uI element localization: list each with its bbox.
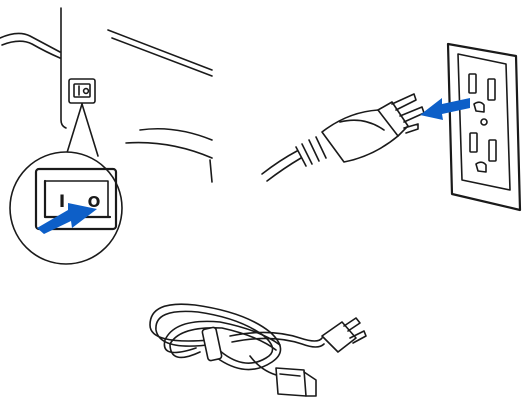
- unplug-arrow-icon: [420, 98, 470, 120]
- power-plug-icon: [296, 94, 424, 166]
- switch-on-symbol: I: [59, 192, 65, 212]
- printer-power-switch: [69, 79, 95, 103]
- printer-body: [0, 8, 212, 182]
- wall-outlet-icon: [448, 44, 520, 210]
- power-cord-upper: [262, 151, 301, 181]
- coiled-power-cord-icon: [150, 304, 366, 396]
